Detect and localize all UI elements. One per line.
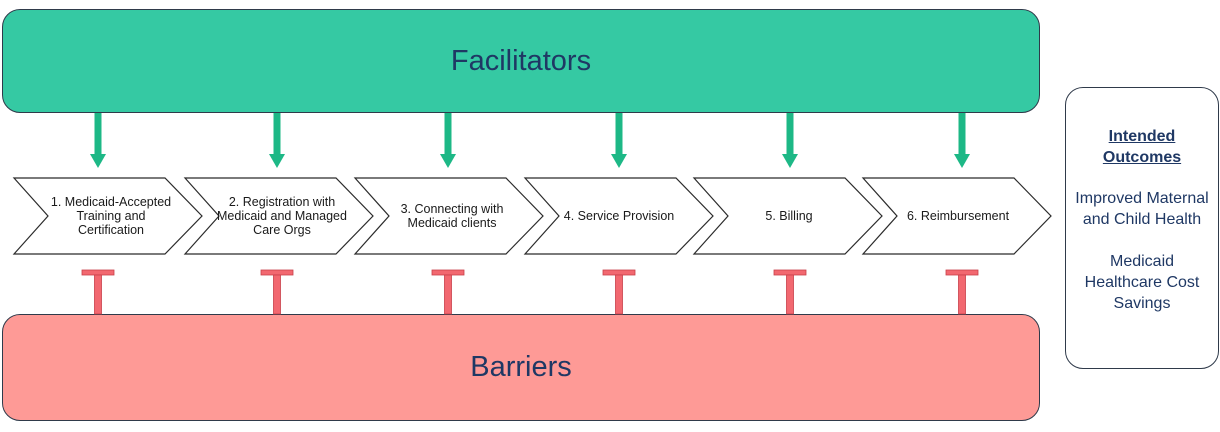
step-chevron-2 [183,177,374,255]
facilitator-arrow-shaft-1 [94,113,102,154]
step-chevron-5 [692,177,883,255]
step-label-6: 6. Reimbursement [906,209,1010,223]
step-label-3: 3. Connecting with Medicaid clients [400,202,504,230]
facilitator-arrow-shaft-3 [444,113,452,154]
step-label-4: 4. Service Provision [563,209,675,223]
facilitator-arrow-shaft-2 [273,113,281,154]
barrier-blocker-bar-2 [260,269,294,276]
outcome-health: Improved Maternal and Child Health [1075,190,1209,228]
step-label-1: 1. Medicaid-Accepted Training and Certif… [50,195,172,237]
facilitator-arrow-head-2 [269,154,285,168]
barrier-blocker-stem-1 [94,274,102,315]
barrier-blocker-bar-1 [81,269,115,276]
facilitator-arrow-shaft-5 [786,113,794,154]
facilitator-arrow-shaft-4 [615,113,623,154]
barrier-blocker-stem-4 [615,274,623,315]
barrier-blocker-bar-6 [945,269,979,276]
intended-outcomes-box: Intended Outcomes Improved Maternal and … [1065,87,1219,369]
outcomes-title: Intended Outcomes [1102,128,1182,166]
barrier-blocker-stem-5 [786,274,794,315]
facilitator-arrow-shaft-6 [958,113,966,154]
facilitator-arrow-head-6 [954,154,970,168]
step-chevron-1 [12,177,203,255]
step-label-2: 2. Registration with Medicaid and Manage… [217,195,347,237]
barriers-box: Barriers [2,314,1040,421]
barriers-label: Barriers [470,351,572,383]
barrier-blocker-bar-3 [431,269,465,276]
barrier-blocker-stem-2 [273,274,281,315]
step-chevron-4 [523,177,714,255]
facilitators-box: Facilitators [2,9,1040,113]
barrier-blocker-bar-5 [773,269,807,276]
step-chevron-6 [861,177,1052,255]
step-chevron-3 [353,177,544,255]
step-label-5: 5. Billing [765,209,813,223]
outcome-savings: Medicaid Healthcare Cost Savings [1084,253,1200,312]
barrier-blocker-stem-3 [444,274,452,315]
facilitator-arrow-head-4 [611,154,627,168]
facilitator-arrow-head-5 [782,154,798,168]
facilitator-arrow-head-1 [90,154,106,168]
barrier-blocker-stem-6 [958,274,966,315]
facilitators-label: Facilitators [450,44,592,77]
facilitator-arrow-head-3 [440,154,456,168]
barrier-blocker-bar-4 [602,269,636,276]
